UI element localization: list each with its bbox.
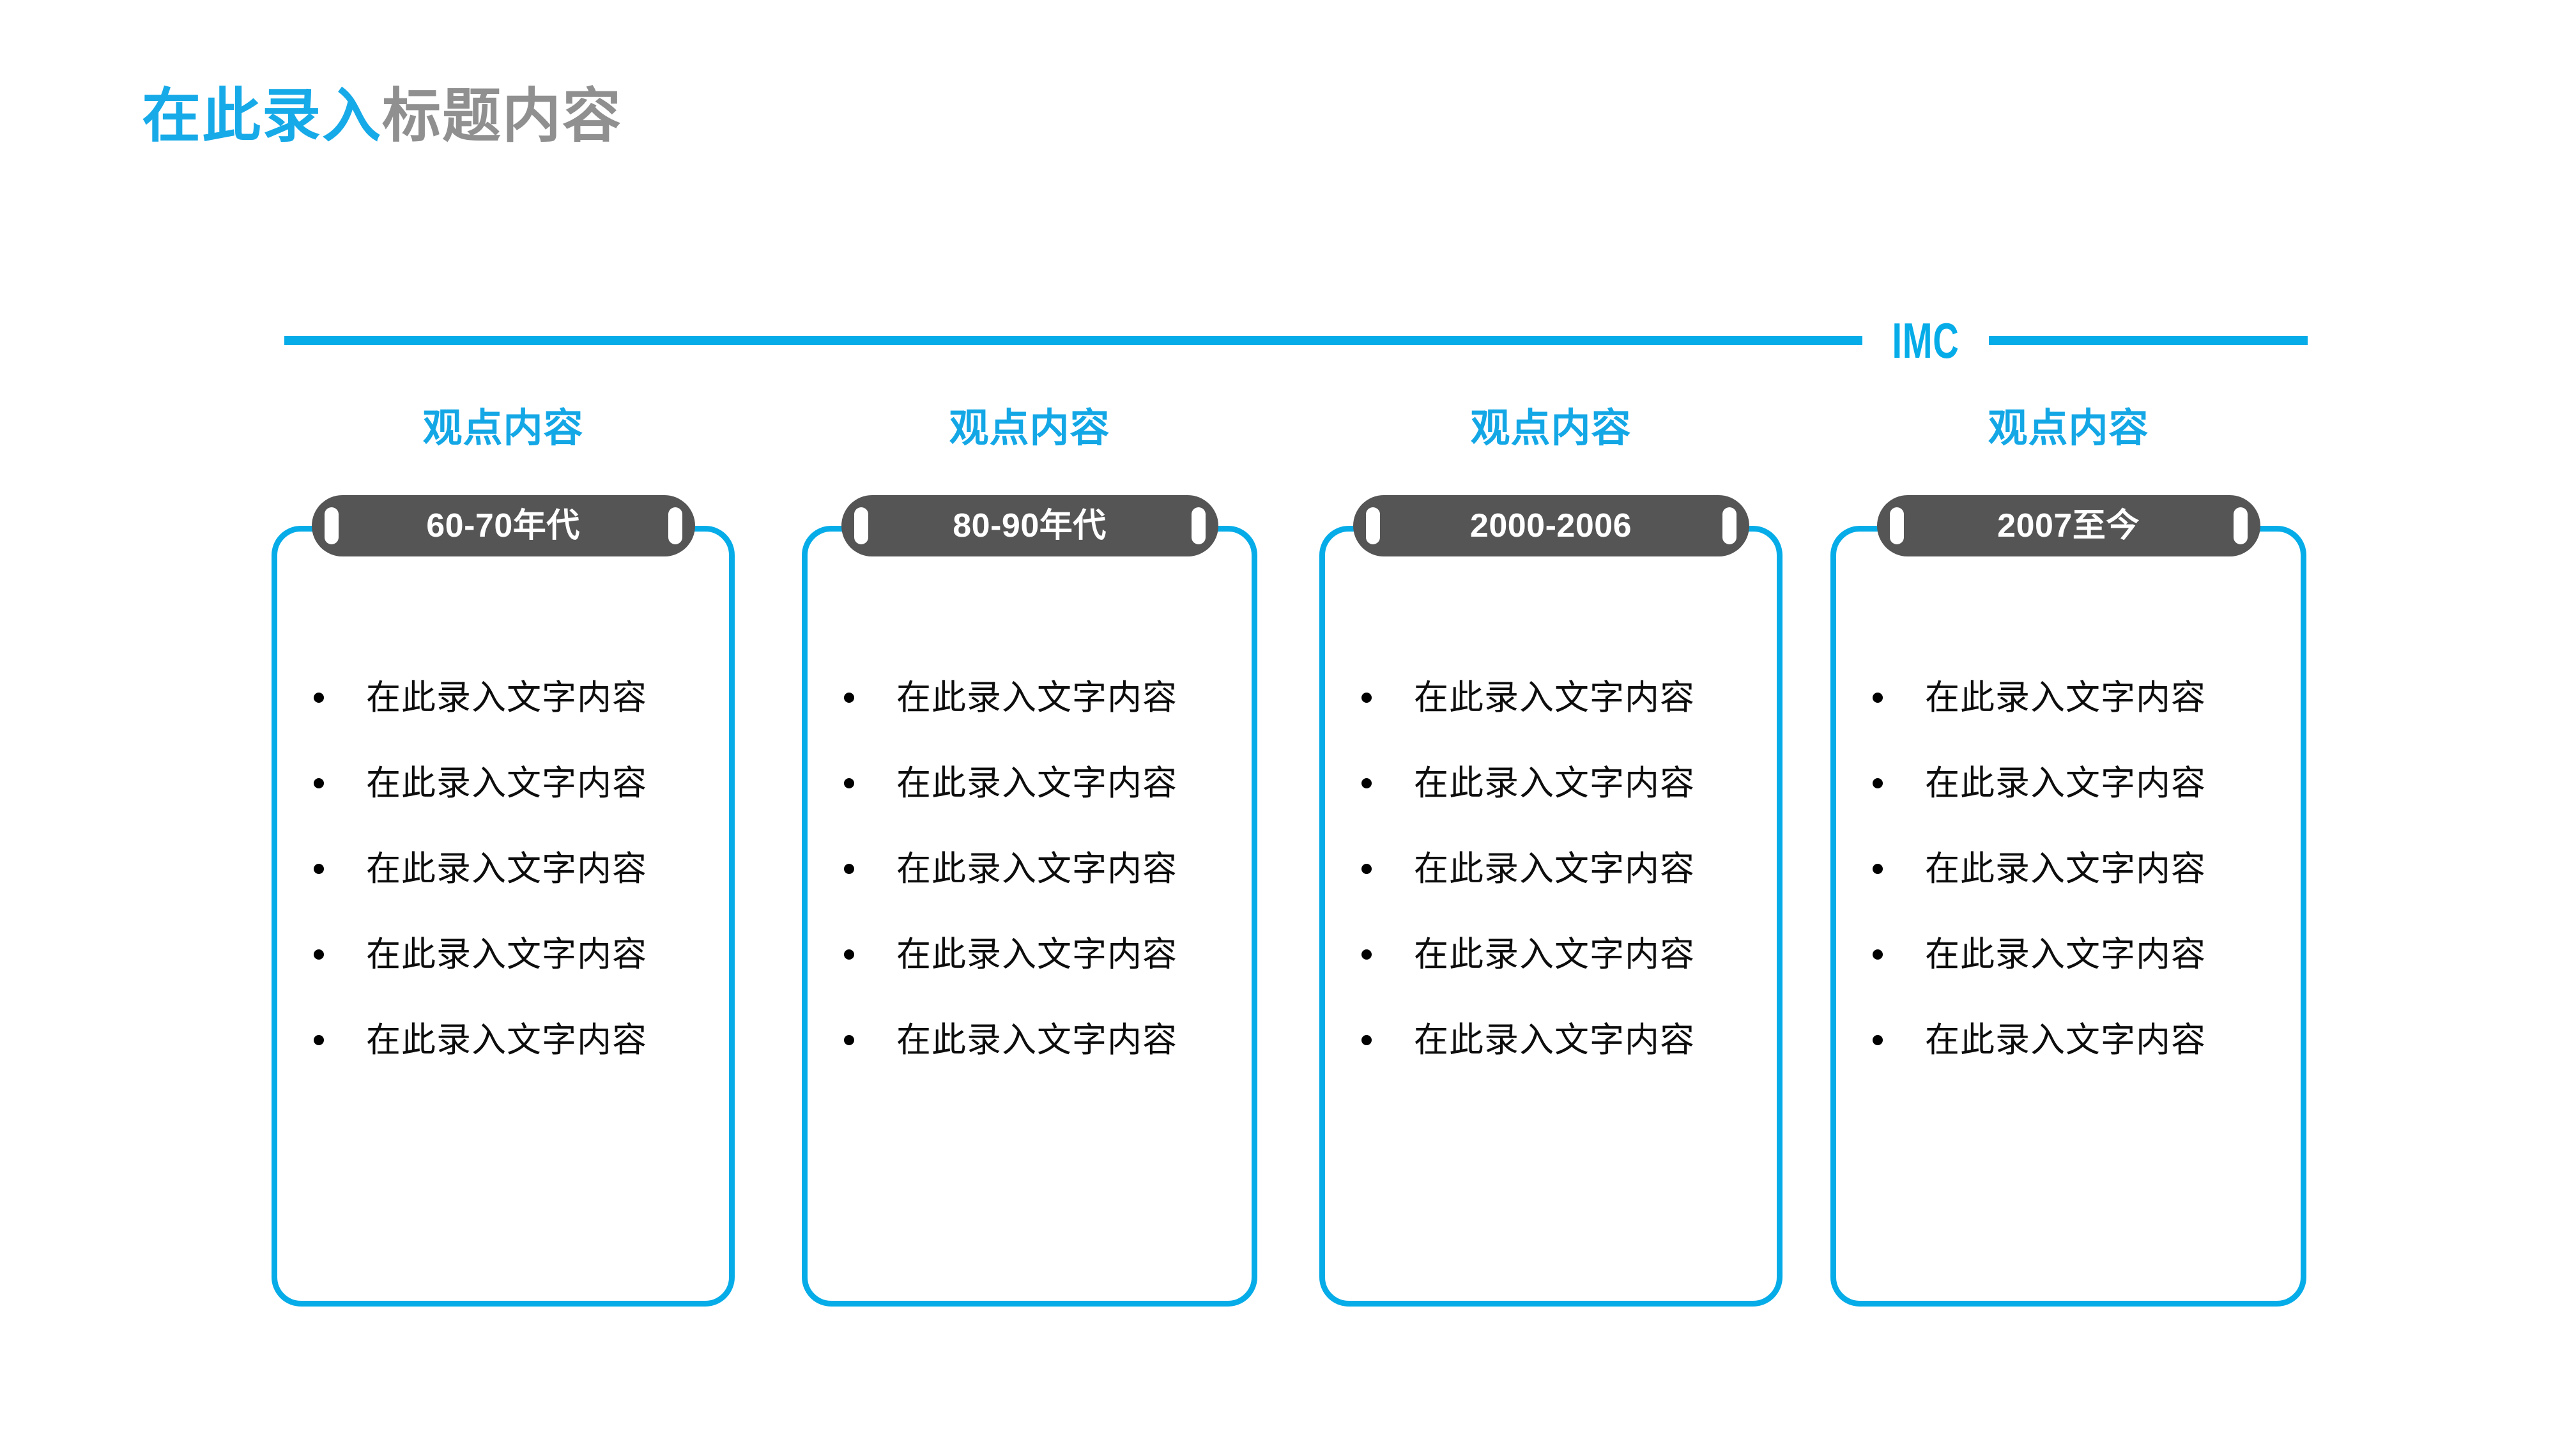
list-item[interactable]: 在此录入文字内容 <box>314 826 724 912</box>
column-badge-1[interactable]: 60-70年代 <box>311 495 695 556</box>
page-title-accent: 在此录入 <box>142 84 383 149</box>
list-item-label: 在此录入文字内容 <box>366 678 647 717</box>
page-title-muted: 标题内容 <box>382 84 623 149</box>
eyelet-right-icon <box>668 507 682 544</box>
list-item-label: 在此录入文字内容 <box>896 678 1177 717</box>
column-bullet-list-3: 在此录入文字内容 在此录入文字内容 在此录入文字内容 在此录入文字内容 在此录入… <box>1317 655 1785 1083</box>
column-bullet-list-4: 在此录入文字内容 在此录入文字内容 在此录入文字内容 在此录入文字内容 在此录入… <box>1828 655 2309 1083</box>
bullet-dot-icon <box>1361 693 1372 703</box>
list-item-label: 在此录入文字内容 <box>366 1021 647 1059</box>
eyelet-left-icon <box>1889 507 1904 544</box>
eyelet-right-icon <box>1722 507 1736 544</box>
list-item-label: 在此录入文字内容 <box>1414 678 1695 717</box>
column-heading-4: 观点内容 <box>1988 406 2149 450</box>
list-item[interactable]: 在此录入文字内容 <box>1873 655 2296 740</box>
list-item-label: 在此录入文字内容 <box>1414 764 1695 802</box>
list-item[interactable]: 在此录入文字内容 <box>314 740 724 826</box>
list-item[interactable]: 在此录入文字内容 <box>844 826 1247 912</box>
list-item[interactable]: 在此录入文字内容 <box>1873 826 2296 912</box>
list-item[interactable]: 在此录入文字内容 <box>1873 740 2296 826</box>
bullet-dot-icon <box>314 864 324 874</box>
list-item-label: 在此录入文字内容 <box>896 1021 1177 1059</box>
list-item-label: 在此录入文字内容 <box>366 764 647 802</box>
bullet-dot-icon <box>314 949 324 960</box>
list-item[interactable]: 在此录入文字内容 <box>1361 740 1772 826</box>
list-item[interactable]: 在此录入文字内容 <box>314 912 724 997</box>
bullet-dot-icon <box>314 1035 324 1045</box>
divider-line-right <box>1988 336 2308 345</box>
list-item[interactable]: 在此录入文字内容 <box>844 912 1247 997</box>
column-heading-1: 观点内容 <box>422 406 584 450</box>
list-item[interactable]: 在此录入文字内容 <box>314 655 724 740</box>
list-item[interactable]: 在此录入文字内容 <box>1873 997 2296 1083</box>
eyelet-left-icon <box>854 507 868 544</box>
column-heading-3: 观点内容 <box>1470 406 1632 450</box>
column-badge-label-3: 2000-2006 <box>1469 507 1632 544</box>
column-badge-label-1: 60-70年代 <box>426 507 580 544</box>
eyelet-left-icon <box>1365 507 1380 544</box>
list-item-label: 在此录入文字内容 <box>1925 678 2206 717</box>
list-item[interactable]: 在此录入文字内容 <box>314 997 724 1083</box>
timeline-column-2: 观点内容 80-90年代 在此录入文字内容 在此录入文字内容 在此录入文字内 <box>799 0 1260 1449</box>
column-heading-2: 观点内容 <box>949 406 1110 450</box>
list-item-label: 在此录入文字内容 <box>1414 1021 1695 1059</box>
bullet-dot-icon <box>314 778 324 788</box>
column-badge-4[interactable]: 2007至今 <box>1876 495 2260 556</box>
list-item-label: 在此录入文字内容 <box>366 935 647 974</box>
list-item-label: 在此录入文字内容 <box>896 764 1177 802</box>
timeline-column-4: 观点内容 2007至今 在此录入文字内容 在此录入文字内容 在此录入文字内容 <box>1828 0 2309 1449</box>
bullet-dot-icon <box>844 778 854 788</box>
list-item-label: 在此录入文字内容 <box>1414 850 1695 888</box>
bullet-dot-icon <box>314 693 324 703</box>
bullet-dot-icon <box>1361 864 1372 874</box>
list-item[interactable]: 在此录入文字内容 <box>1361 912 1772 997</box>
bullet-dot-icon <box>844 949 854 960</box>
bullet-dot-icon <box>844 1035 854 1045</box>
bullet-dot-icon <box>1873 949 1883 960</box>
timeline-column-1: 观点内容 60-70年代 在此录入文字内容 在此录入文字内容 在此录入文字内 <box>269 0 737 1449</box>
eyelet-right-icon <box>2233 507 2248 544</box>
column-badge-3[interactable]: 2000-2006 <box>1353 495 1749 556</box>
eyelet-left-icon <box>324 507 339 544</box>
list-item[interactable]: 在此录入文字内容 <box>1873 912 2296 997</box>
divider-line-left <box>284 336 1862 345</box>
bullet-dot-icon <box>1361 778 1372 788</box>
column-bullet-list-1: 在此录入文字内容 在此录入文字内容 在此录入文字内容 在此录入文字内容 在此录入… <box>269 655 737 1083</box>
eyelet-right-icon <box>1191 507 1206 544</box>
list-item-label: 在此录入文字内容 <box>896 850 1177 888</box>
list-item[interactable]: 在此录入文字内容 <box>1361 655 1772 740</box>
timeline-column-3: 观点内容 2000-2006 在此录入文字内容 在此录入文字内容 在此录入文 <box>1317 0 1785 1449</box>
section-divider: IMC <box>284 312 2308 369</box>
list-item[interactable]: 在此录入文字内容 <box>844 740 1247 826</box>
bullet-dot-icon <box>1873 778 1883 788</box>
list-item-label: 在此录入文字内容 <box>1925 764 2206 802</box>
column-badge-label-2: 80-90年代 <box>953 507 1107 544</box>
column-bullet-list-2: 在此录入文字内容 在此录入文字内容 在此录入文字内容 在此录入文字内容 在此录入… <box>799 655 1260 1083</box>
bullet-dot-icon <box>1873 693 1883 703</box>
list-item-label: 在此录入文字内容 <box>1925 935 2206 974</box>
list-item-label: 在此录入文字内容 <box>896 935 1177 974</box>
column-badge-2[interactable]: 80-90年代 <box>841 495 1218 556</box>
bullet-dot-icon <box>1873 864 1883 874</box>
list-item[interactable]: 在此录入文字内容 <box>1361 826 1772 912</box>
bullet-dot-icon <box>844 864 854 874</box>
list-item-label: 在此录入文字内容 <box>1414 935 1695 974</box>
list-item-label: 在此录入文字内容 <box>1925 1021 2206 1059</box>
bullet-dot-icon <box>1361 1035 1372 1045</box>
bullet-dot-icon <box>1873 1035 1883 1045</box>
page-title: 在此录入标题内容 <box>142 84 622 149</box>
bullet-dot-icon <box>1361 949 1372 960</box>
imc-label: IMC <box>1892 312 1959 369</box>
list-item-label: 在此录入文字内容 <box>1925 850 2206 888</box>
column-badge-label-4: 2007至今 <box>1997 507 2140 544</box>
list-item[interactable]: 在此录入文字内容 <box>1361 997 1772 1083</box>
list-item[interactable]: 在此录入文字内容 <box>844 655 1247 740</box>
bullet-dot-icon <box>844 693 854 703</box>
list-item-label: 在此录入文字内容 <box>366 850 647 888</box>
list-item[interactable]: 在此录入文字内容 <box>844 997 1247 1083</box>
